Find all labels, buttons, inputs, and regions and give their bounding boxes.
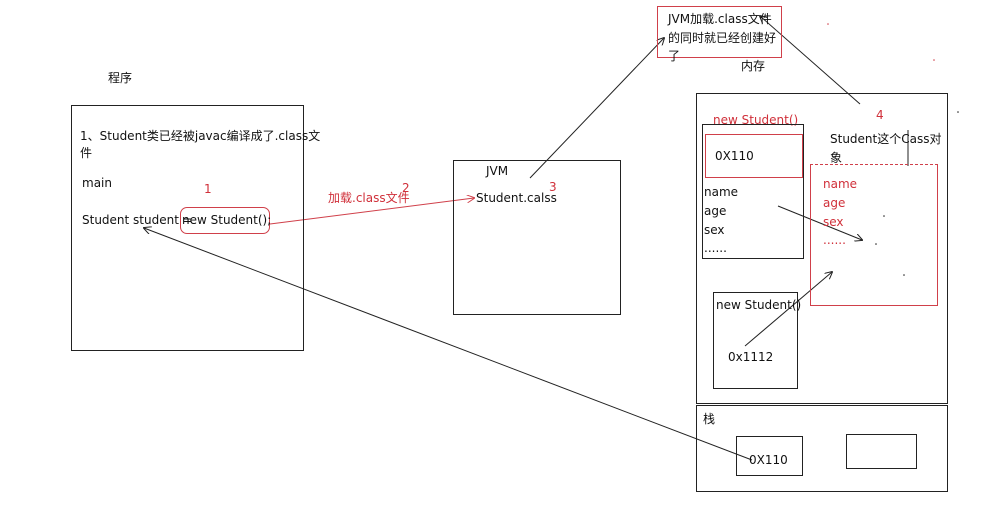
stack-label: 栈 <box>703 412 716 426</box>
field-sex: sex <box>704 223 725 237</box>
speck <box>957 111 959 113</box>
program-title: 程序 <box>108 71 133 85</box>
class-field-sex: sex <box>823 215 844 229</box>
class-field-more: ...... <box>823 233 846 247</box>
step-1: 1 <box>204 182 212 196</box>
step-4: 4 <box>876 108 884 122</box>
field-name: name <box>704 185 739 199</box>
load-arrow <box>269 198 474 225</box>
stack-to-var-arrow <box>144 228 753 461</box>
note-line1: JVM加载.class文件 <box>668 12 772 26</box>
program-main: main <box>82 176 112 190</box>
speck <box>827 23 829 25</box>
stack-empty-box <box>846 434 917 469</box>
new-student-highlight <box>180 207 270 234</box>
jvm-to-note-arrow <box>529 38 664 179</box>
heap-area <box>696 93 948 404</box>
note-line2: 的同时就已经创建好 <box>668 31 777 45</box>
stack-area <box>696 405 948 492</box>
student-object-1 <box>702 124 804 259</box>
program-decl-left: Student student = <box>82 213 193 227</box>
addr2: 0x1112 <box>728 350 774 364</box>
class-field-age: age <box>823 196 846 210</box>
heap-new1-label: new Student() <box>713 113 799 127</box>
class-obj-label-2: 象 <box>830 151 843 165</box>
step-3: 3 <box>549 180 557 194</box>
field-more: ...... <box>704 241 727 255</box>
program-line1: 1、Student类已经被javac编译成了.class文 <box>80 129 321 143</box>
field-age: age <box>704 204 727 218</box>
fields-to-class-arrow <box>777 205 862 240</box>
program-box <box>71 105 304 351</box>
class-obj-label-1: Student这个Cass对 <box>830 132 942 146</box>
jvm-box <box>453 160 621 315</box>
speck <box>903 274 905 276</box>
class-field-name: name <box>823 177 858 191</box>
memory-label: 内存 <box>741 59 766 73</box>
speck <box>875 243 877 245</box>
new2-to-class-arrow <box>744 272 832 347</box>
program-decl-new: new Student(); <box>182 213 272 227</box>
step-2: 2 <box>402 181 410 195</box>
load-arrow-label: 加载.class文件 <box>328 191 410 205</box>
speck <box>933 59 935 61</box>
student-object-2 <box>713 292 798 389</box>
addr1-box <box>705 134 803 178</box>
class-object-box <box>810 164 938 306</box>
jvm-title: JVM <box>486 164 509 178</box>
program-line1b: 件 <box>80 146 93 160</box>
addr1: 0X110 <box>715 149 754 163</box>
class-obj-to-note-arrow <box>760 16 861 105</box>
heap-new2-label: new Student() <box>716 298 802 312</box>
stack-ref-box <box>736 436 803 476</box>
speck <box>883 215 885 217</box>
stack-ref: 0X110 <box>749 453 788 467</box>
note-box <box>657 6 782 58</box>
jvm-file: Student.calss <box>476 191 557 205</box>
note-line3: 了 <box>668 49 681 63</box>
